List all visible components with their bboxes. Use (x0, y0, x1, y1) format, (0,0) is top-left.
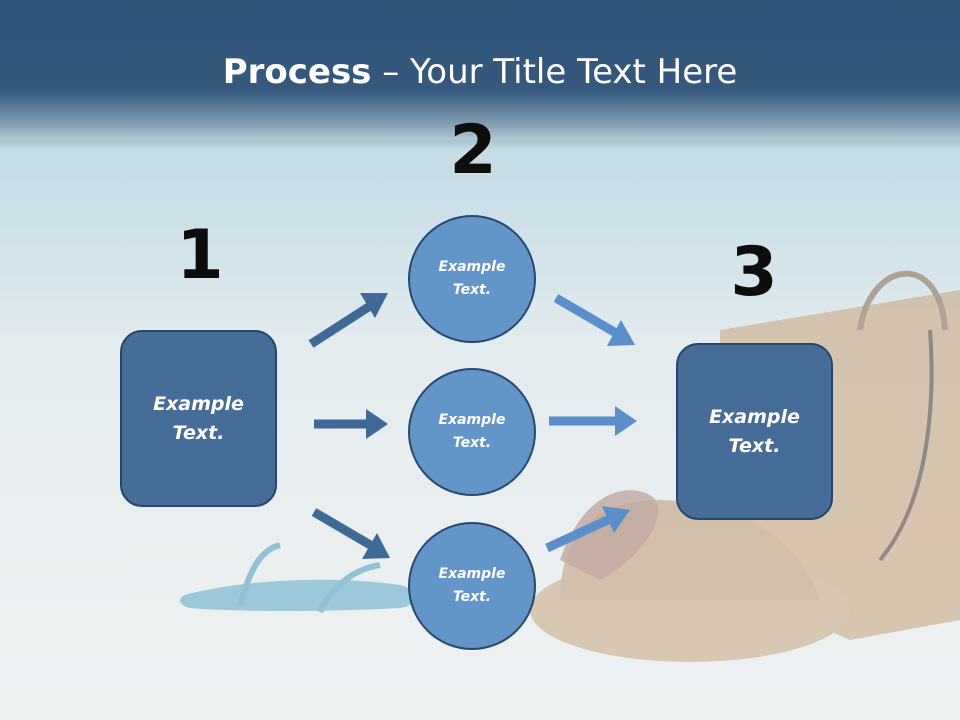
step1-text: Example Text. (153, 390, 244, 448)
step1-label: Example Text. (153, 392, 244, 444)
arrow-from-circle-top (553, 294, 635, 346)
step1-box[interactable]: Example Text. (120, 330, 277, 507)
step2-circle-top[interactable]: Example Text. (408, 215, 536, 343)
arrow-to-circle-top (308, 293, 388, 348)
title-bar (0, 0, 960, 150)
arrow-from-circle-middle (549, 406, 637, 436)
step2-circle-middle[interactable]: Example Text. (408, 368, 536, 496)
circle-bottom-label: Example Text. (438, 566, 506, 605)
title-bold: Process (222, 52, 372, 92)
arrow-from-circle-bottom (545, 506, 630, 553)
step3-text: Example Text. (709, 403, 800, 461)
circle-middle-label: Example Text. (438, 412, 506, 451)
step3-label: Example Text. (709, 405, 800, 457)
step3-box[interactable]: Example Text. (676, 343, 833, 520)
step-number-2: 2 (449, 111, 497, 190)
arrow-to-circle-middle (314, 409, 388, 439)
step2-circle-bottom[interactable]: Example Text. (408, 522, 536, 650)
slide-title: Process – Your Title Text Here (0, 52, 960, 92)
arrow-to-circle-bottom (311, 508, 390, 559)
title-rest: – Your Title Text Here (371, 52, 738, 92)
step-number-3: 3 (730, 233, 778, 312)
circle-top-label: Example Text. (438, 259, 506, 298)
step-number-1: 1 (176, 216, 224, 295)
